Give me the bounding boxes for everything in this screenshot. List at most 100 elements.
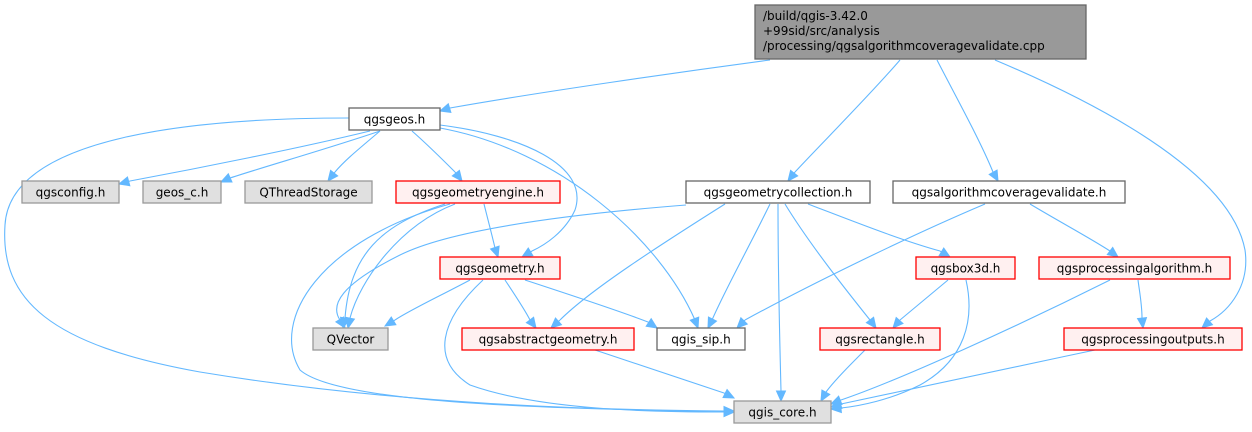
- arrow-head-icon: [451, 169, 463, 182]
- edge-root-to-qgsgeometrycollection: [787, 59, 901, 182]
- arrow-head-icon: [820, 389, 831, 403]
- node-qgsprocessingalgorithm[interactable]: qgsprocessingalgorithm.h: [1038, 256, 1231, 280]
- edge-qgsgeometry-to-qgsabstractgeometry: [504, 279, 537, 329]
- arrow-head-icon: [689, 316, 700, 330]
- edge-qgsgeos-to-qgis_sip: [439, 127, 700, 330]
- node-qgsprocessingoutputs[interactable]: qgsprocessingoutputs.h: [1063, 327, 1243, 351]
- edge-qgsabstractgeometry-to-qgis_core: [594, 349, 736, 399]
- node-label: qgsgeometryengine.h: [412, 186, 544, 200]
- arrow-head-icon: [438, 102, 452, 114]
- node-box: [656, 327, 746, 351]
- node-qgsrectangle[interactable]: qgsrectangle.h: [819, 327, 941, 351]
- arrow-head-icon: [787, 169, 799, 182]
- edge-qgsgeos-to-qthreadstorage: [327, 130, 381, 182]
- node-label: QVector: [327, 333, 375, 347]
- arrow-head-icon: [219, 172, 233, 183]
- arrow-head-icon: [892, 316, 904, 329]
- node-box: [733, 400, 832, 424]
- arrow-head-icon: [988, 169, 999, 183]
- node-qgsgeos[interactable]: qgsgeos.h: [348, 107, 441, 131]
- arrow-head-icon: [938, 247, 952, 258]
- node-box: [244, 180, 373, 204]
- edge-qgsgeos-to-qgis_core: [4, 117, 736, 417]
- node-label: qgsprocessingoutputs.h: [1081, 333, 1224, 347]
- node-box: [21, 180, 120, 204]
- edges-layer: [4, 59, 1247, 418]
- node-box: [461, 327, 635, 351]
- node-qgsalgorithmcoveragevalidate[interactable]: qgsalgorithmcoveragevalidate.h: [892, 180, 1126, 204]
- edge-qgsgeometryengine-to-qgsgeometry: [483, 203, 500, 259]
- arrow-head-icon: [383, 316, 397, 327]
- node-label: QThreadStorage: [259, 186, 357, 200]
- edge-qgsgeometryengine-to-qvector: [344, 203, 456, 330]
- node-qgsgeometryengine[interactable]: qgsgeometryengine.h: [395, 180, 561, 204]
- arrow-head-icon: [829, 398, 843, 410]
- node-qgis_core[interactable]: qgis_core.h: [733, 400, 832, 424]
- node-box: [348, 107, 441, 131]
- arrow-head-icon: [775, 390, 787, 403]
- nodes-layer: /build/qgis-3.42.0+99sid/src/analysis/pr…: [21, 4, 1243, 424]
- node-geos_c[interactable]: geos_c.h: [142, 180, 222, 204]
- node-label: qgsconfig.h: [36, 186, 106, 200]
- node-box: [395, 180, 561, 204]
- arrow-head-icon: [117, 176, 131, 187]
- edge-qgsrectangle-to-qgis_core: [820, 349, 866, 403]
- node-label: qgsgeometry.h: [455, 262, 544, 276]
- node-box: [1038, 256, 1231, 280]
- node-qgsbox3d[interactable]: qgsbox3d.h: [915, 256, 1016, 280]
- node-label: qgis_core.h: [748, 406, 816, 420]
- arrow-head-icon: [723, 406, 736, 418]
- arrow-head-icon: [344, 316, 356, 330]
- arrow-head-icon: [645, 317, 659, 329]
- arrow-head-icon: [865, 316, 877, 329]
- edge-qgsgeometrycollection-to-qgsrectangle: [784, 203, 877, 329]
- arrow-head-icon: [736, 316, 749, 329]
- edge-qgsbox3d-to-qgsrectangle: [892, 279, 949, 329]
- node-label: qgsalgorithmcoveragevalidate.h: [912, 186, 1107, 200]
- edge-qgsgeometry-to-qgis_sip: [524, 279, 659, 329]
- arrow-head-icon: [327, 169, 339, 182]
- node-label: qgsgeometrycollection.h: [704, 186, 853, 200]
- edge-qgsgeometryengine-to-qvector: [339, 203, 446, 330]
- node-label: /build/qgis-3.42.0: [763, 9, 868, 23]
- node-qgsabstractgeometry[interactable]: qgsabstractgeometry.h: [461, 327, 635, 351]
- node-box: [1063, 327, 1243, 351]
- node-qvector[interactable]: QVector: [312, 327, 389, 351]
- node-box: [685, 180, 871, 204]
- arrow-head-icon: [1201, 317, 1214, 329]
- node-qgsconfig[interactable]: qgsconfig.h: [21, 180, 120, 204]
- edge-qgsgeos-to-geos_c: [219, 130, 381, 183]
- node-box: [439, 256, 561, 280]
- edge-qgsgeometryengine-to-qgis_core: [291, 203, 736, 418]
- edge-qgsprocessingoutputs-to-qgis_core: [829, 349, 1096, 410]
- edge-root-to-qgsalgorithmcoveragevalidate: [936, 59, 999, 183]
- node-box: [312, 327, 389, 351]
- node-qthreadstorage[interactable]: QThreadStorage: [244, 180, 373, 204]
- node-label: /processing/qgsalgorithmcoveragevalidate…: [763, 39, 1045, 53]
- node-qgsgeometrycollection[interactable]: qgsgeometrycollection.h: [685, 180, 871, 204]
- arrow-head-icon: [525, 316, 537, 329]
- node-label: +99sid/src/analysis: [763, 24, 880, 38]
- arrow-head-icon: [1136, 317, 1148, 330]
- node-qgis_sip[interactable]: qgis_sip.h: [656, 327, 746, 351]
- edge-qgsgeometrycollection-to-qgis_core: [775, 203, 787, 403]
- node-box: [915, 256, 1016, 280]
- edge-qgsgeometry-to-qgis_core: [444, 279, 736, 418]
- edge-qgsgeometrycollection-to-qvector: [334, 204, 687, 330]
- arrow-head-icon: [489, 245, 500, 259]
- node-label: qgsgeos.h: [364, 113, 426, 127]
- edge-qgsgeometrycollection-to-qgsabstractgeometry: [550, 203, 726, 329]
- edge-qgsalgorithmcoveragevalidate-to-qgis_sip: [736, 203, 986, 329]
- edge-qgsgeos-to-qgsconfig: [117, 130, 371, 187]
- edge-qgsgeometrycollection-to-qgis_sip: [707, 203, 771, 330]
- arrow-head-icon: [520, 247, 534, 258]
- edge-root-to-qgsgeos: [438, 59, 771, 114]
- edge-qgsgeometrycollection-to-qgsbox3d: [807, 203, 952, 258]
- node-box: [142, 180, 222, 204]
- node-label: qgis_sip.h: [671, 333, 730, 347]
- node-box: [819, 327, 941, 351]
- arrow-head-icon: [1106, 246, 1119, 258]
- node-root: /build/qgis-3.42.0+99sid/src/analysis/pr…: [754, 4, 1087, 60]
- node-qgsgeometry[interactable]: qgsgeometry.h: [439, 256, 561, 280]
